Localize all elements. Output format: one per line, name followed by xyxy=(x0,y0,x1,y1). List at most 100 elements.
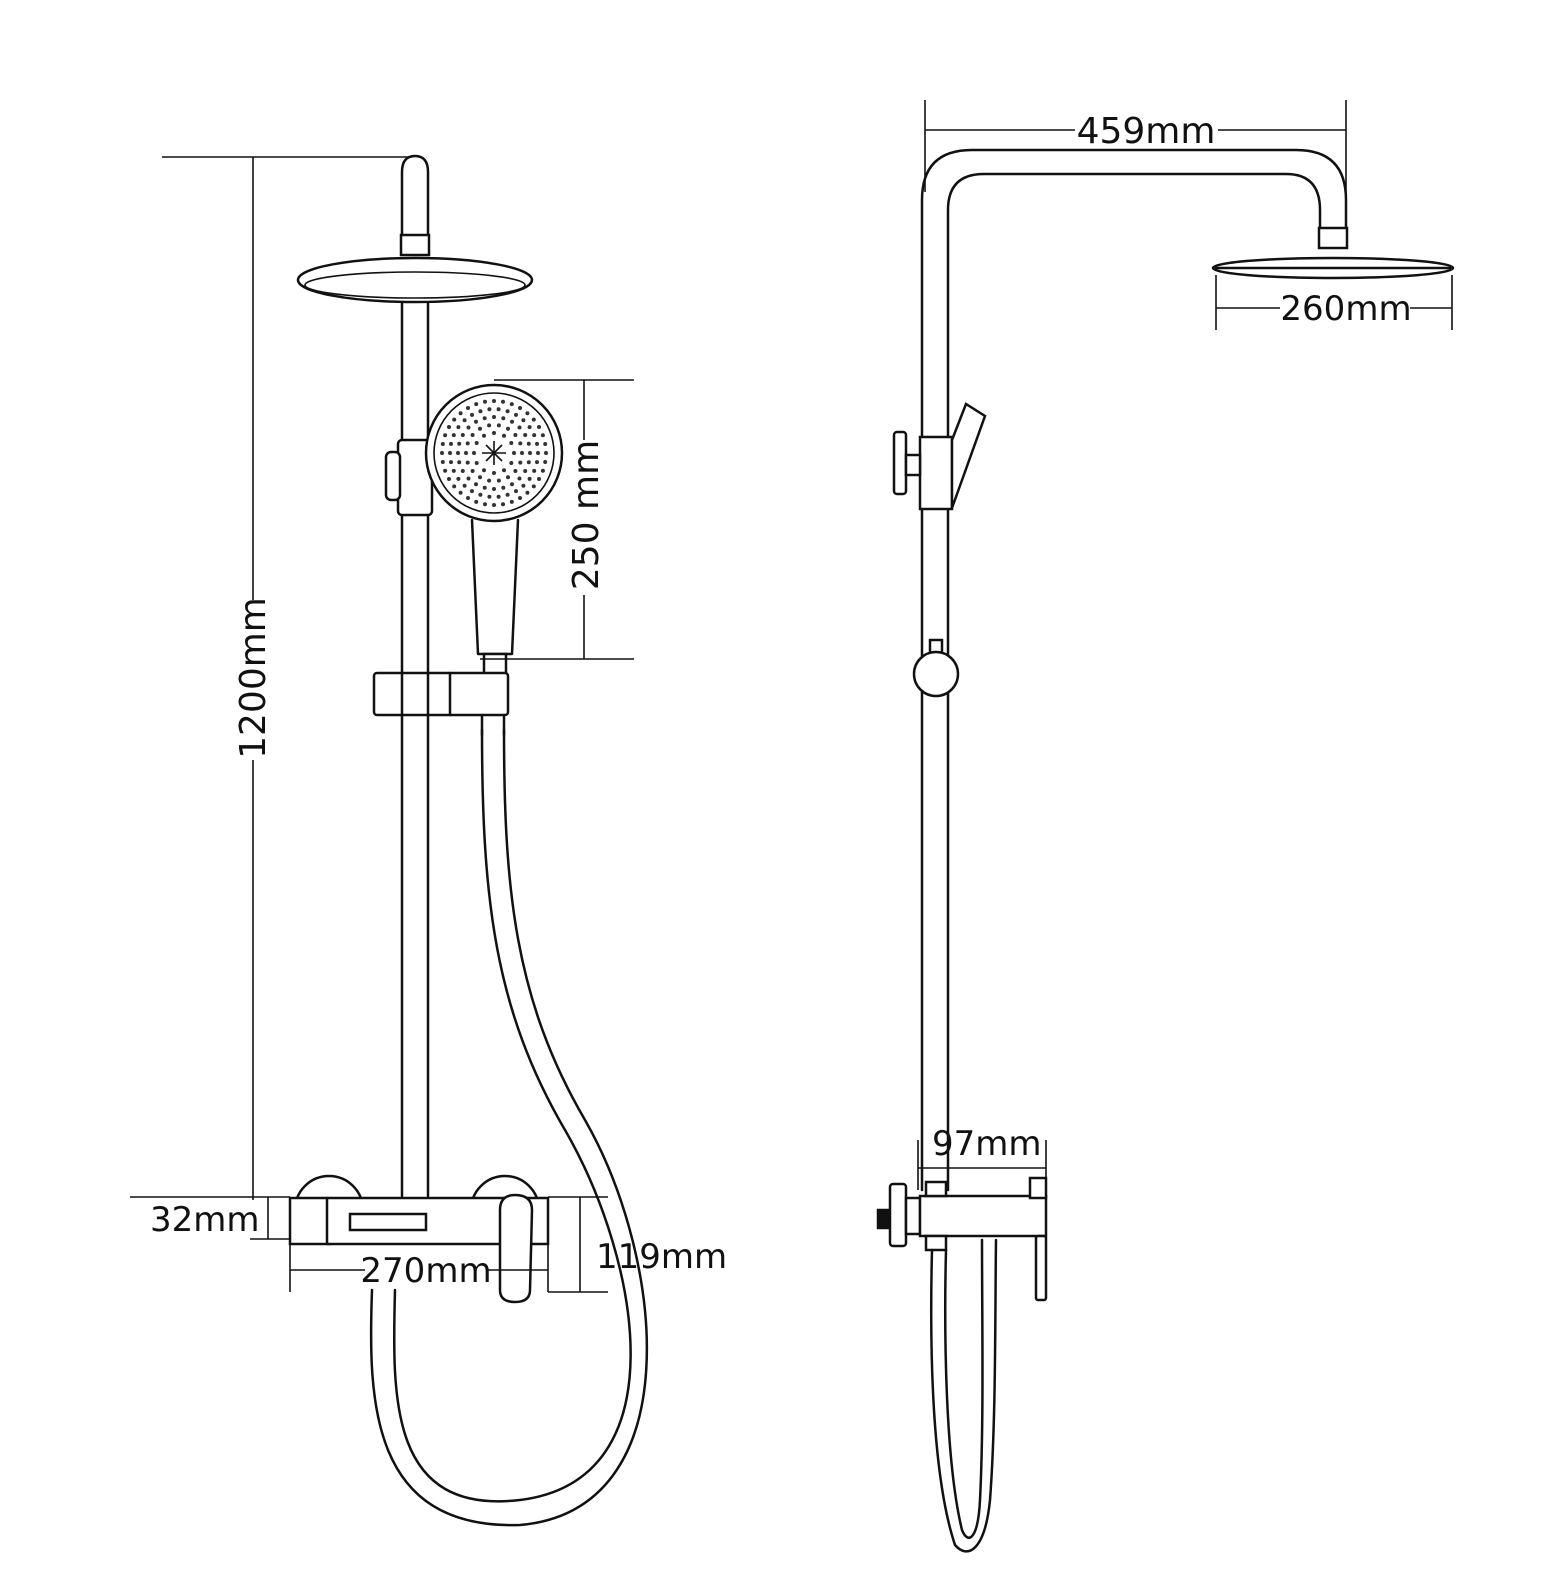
side-holder-arm xyxy=(950,402,987,509)
dim-head-diameter-label: 260mm xyxy=(1280,289,1411,329)
spray-nozzle xyxy=(510,482,514,487)
dim-valve-drop-label: 119mm xyxy=(596,1237,727,1277)
spray-nozzle xyxy=(527,476,532,481)
spray-nozzle xyxy=(535,441,539,446)
spray-nozzle xyxy=(466,406,470,410)
spray-nozzle xyxy=(496,478,501,483)
spray-nozzle xyxy=(470,489,474,494)
side-slider xyxy=(918,435,954,511)
dim-arm-width-label: 459mm xyxy=(1077,111,1216,152)
thermostatic-valve xyxy=(288,1174,550,1304)
handset-holder xyxy=(372,671,510,717)
spray-nozzle xyxy=(492,503,496,507)
spray-nozzle xyxy=(456,476,461,481)
spray-nozzle xyxy=(532,433,537,438)
spray-nozzle xyxy=(513,433,518,437)
dim-valve-depth-label: 97mm xyxy=(932,1124,1042,1164)
dim-handheld-height-label: 250 mm xyxy=(566,440,607,590)
spray-nozzle xyxy=(492,431,496,435)
spray-nozzle xyxy=(458,490,463,495)
spray-nozzle xyxy=(532,468,537,473)
spray-nozzle xyxy=(514,412,518,417)
shower-hose-outer xyxy=(392,728,632,1503)
dim-valve-width: 270mm xyxy=(289,1244,549,1292)
spray-nozzle xyxy=(531,417,536,422)
spray-nozzle xyxy=(528,451,532,455)
spray-nozzle xyxy=(470,433,475,437)
valve-lever xyxy=(498,1193,534,1304)
spray-nozzle xyxy=(505,409,510,414)
spray-nozzle xyxy=(518,460,523,465)
spray-nozzle xyxy=(517,476,522,481)
holder-outlet xyxy=(480,713,506,737)
spray-nozzle xyxy=(474,482,478,487)
spray-nozzle xyxy=(537,477,541,481)
spray-nozzle xyxy=(482,433,486,438)
spray-nozzle xyxy=(492,487,496,491)
spray-nozzle xyxy=(540,468,545,473)
spray-nozzle xyxy=(506,426,510,431)
spray-nozzle xyxy=(501,399,505,404)
spray-nozzle xyxy=(487,494,492,499)
spray-nozzle xyxy=(512,451,516,455)
pipe-lower xyxy=(400,298,430,1198)
spray-nozzle xyxy=(487,407,492,412)
spray-nozzle xyxy=(517,425,522,430)
spray-nozzle xyxy=(456,425,461,430)
spray-nozzle xyxy=(466,476,471,481)
spray-nozzle xyxy=(518,441,523,446)
spray-nozzle xyxy=(526,460,531,465)
spray-nozzle xyxy=(496,407,501,412)
side-hose xyxy=(929,1238,998,1553)
spray-nozzle xyxy=(451,468,456,473)
spray-nozzle xyxy=(440,451,444,455)
spray-nozzle xyxy=(502,468,506,473)
spray-nozzle xyxy=(465,460,470,465)
spray-nozzle xyxy=(521,483,526,488)
spray-nozzle xyxy=(447,425,451,429)
spray-nozzle xyxy=(492,471,496,475)
side-slider-knob xyxy=(892,430,908,496)
spray-nozzle xyxy=(474,441,479,445)
spray-nozzle xyxy=(502,433,506,438)
spray-nozzle xyxy=(544,451,548,455)
side-shower-arm xyxy=(920,148,1348,442)
spray-nozzle xyxy=(462,483,467,488)
side-valve-body xyxy=(918,1194,1048,1238)
spray-nozzle xyxy=(492,399,496,403)
spray-nozzle xyxy=(478,475,482,480)
spray-nozzle xyxy=(536,451,540,455)
valve-shelf-slot xyxy=(348,1212,428,1232)
side-riser xyxy=(920,508,950,1192)
spray-nozzle xyxy=(518,496,522,500)
dim-arm-width: 459mm xyxy=(924,100,1347,192)
side-round-clip xyxy=(912,650,960,698)
spray-nozzle xyxy=(482,485,487,490)
spray-nozzle xyxy=(501,502,505,507)
dim-valve-width-label: 270mm xyxy=(360,1251,491,1291)
spray-nozzle xyxy=(457,441,462,446)
spray-nozzle xyxy=(525,490,530,495)
spray-nozzle xyxy=(543,460,548,464)
dim-total-height-label: 1200mm xyxy=(233,597,274,759)
spray-nozzle xyxy=(513,469,518,473)
spray-nozzle xyxy=(509,499,514,504)
spray-nozzle xyxy=(449,460,453,465)
spray-nozzle xyxy=(474,499,479,504)
dim-valve-drop: 119mm xyxy=(548,1196,727,1293)
spray-nozzle xyxy=(460,469,465,473)
spray-nozzle xyxy=(478,426,482,431)
side-valve-lever xyxy=(1034,1234,1048,1302)
spray-nozzle xyxy=(540,433,545,438)
overhead-shower-head xyxy=(296,256,534,304)
hand-shower-handle xyxy=(470,518,520,656)
spray-nozzle xyxy=(474,461,479,465)
spray-nozzle xyxy=(452,484,457,489)
dim-handheld-height: 250 mm xyxy=(480,379,634,660)
riser-pipe xyxy=(400,154,430,237)
spray-nozzle xyxy=(466,496,470,500)
spray-nozzle xyxy=(531,484,536,489)
dim-total-height: 1200mm xyxy=(162,156,412,1200)
spray-nozzle xyxy=(492,415,496,419)
